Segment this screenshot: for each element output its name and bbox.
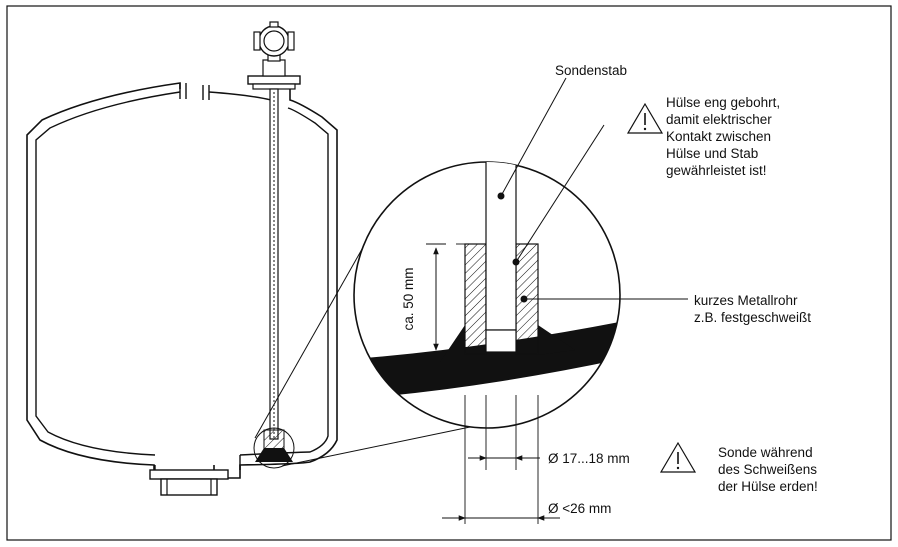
inner-diameter-label: Ø 17...18 mm bbox=[548, 451, 630, 466]
probe-rod bbox=[253, 88, 295, 469]
warning-2: Sonde während des Schweißens der Hülse e… bbox=[659, 441, 818, 494]
frame-border bbox=[6, 5, 892, 541]
warning-triangle-icon bbox=[659, 441, 697, 473]
detail-circle bbox=[353, 161, 621, 429]
warning-1-line-4: Hülse und Stab bbox=[666, 146, 758, 161]
warning-2-line-3: der Hülse erden! bbox=[718, 479, 818, 494]
projection-line-bottom bbox=[281, 426, 471, 467]
warning-triangle-icon bbox=[626, 102, 664, 134]
warning-1-line-5: gewährleistet ist! bbox=[666, 163, 767, 178]
projection-line-top bbox=[254, 234, 371, 439]
tank bbox=[26, 80, 338, 496]
leader-lines bbox=[497, 77, 688, 303]
transmitter bbox=[247, 21, 301, 90]
warning-1-line-2: damit elektrischer bbox=[666, 112, 772, 127]
outer-diameter-label: Ø <26 mm bbox=[548, 501, 611, 516]
warning-1-line-1: Hülse eng gebohrt, bbox=[666, 95, 780, 110]
height-dimension-label: ca. 50 mm bbox=[401, 267, 416, 330]
tube-label-line-2: z.B. festgeschweißt bbox=[694, 310, 811, 325]
warning-2-line-2: des Schweißens bbox=[718, 462, 817, 477]
warning-1-line-3: Kontakt zwischen bbox=[666, 129, 771, 144]
warning-2-line-1: Sonde während bbox=[718, 445, 813, 460]
warning-1: Hülse eng gebohrt, damit elektrischer Ko… bbox=[626, 95, 780, 178]
probe-rod-label: Sondenstab bbox=[555, 63, 627, 78]
tube-label-line-1: kurzes Metallrohr bbox=[694, 293, 798, 308]
